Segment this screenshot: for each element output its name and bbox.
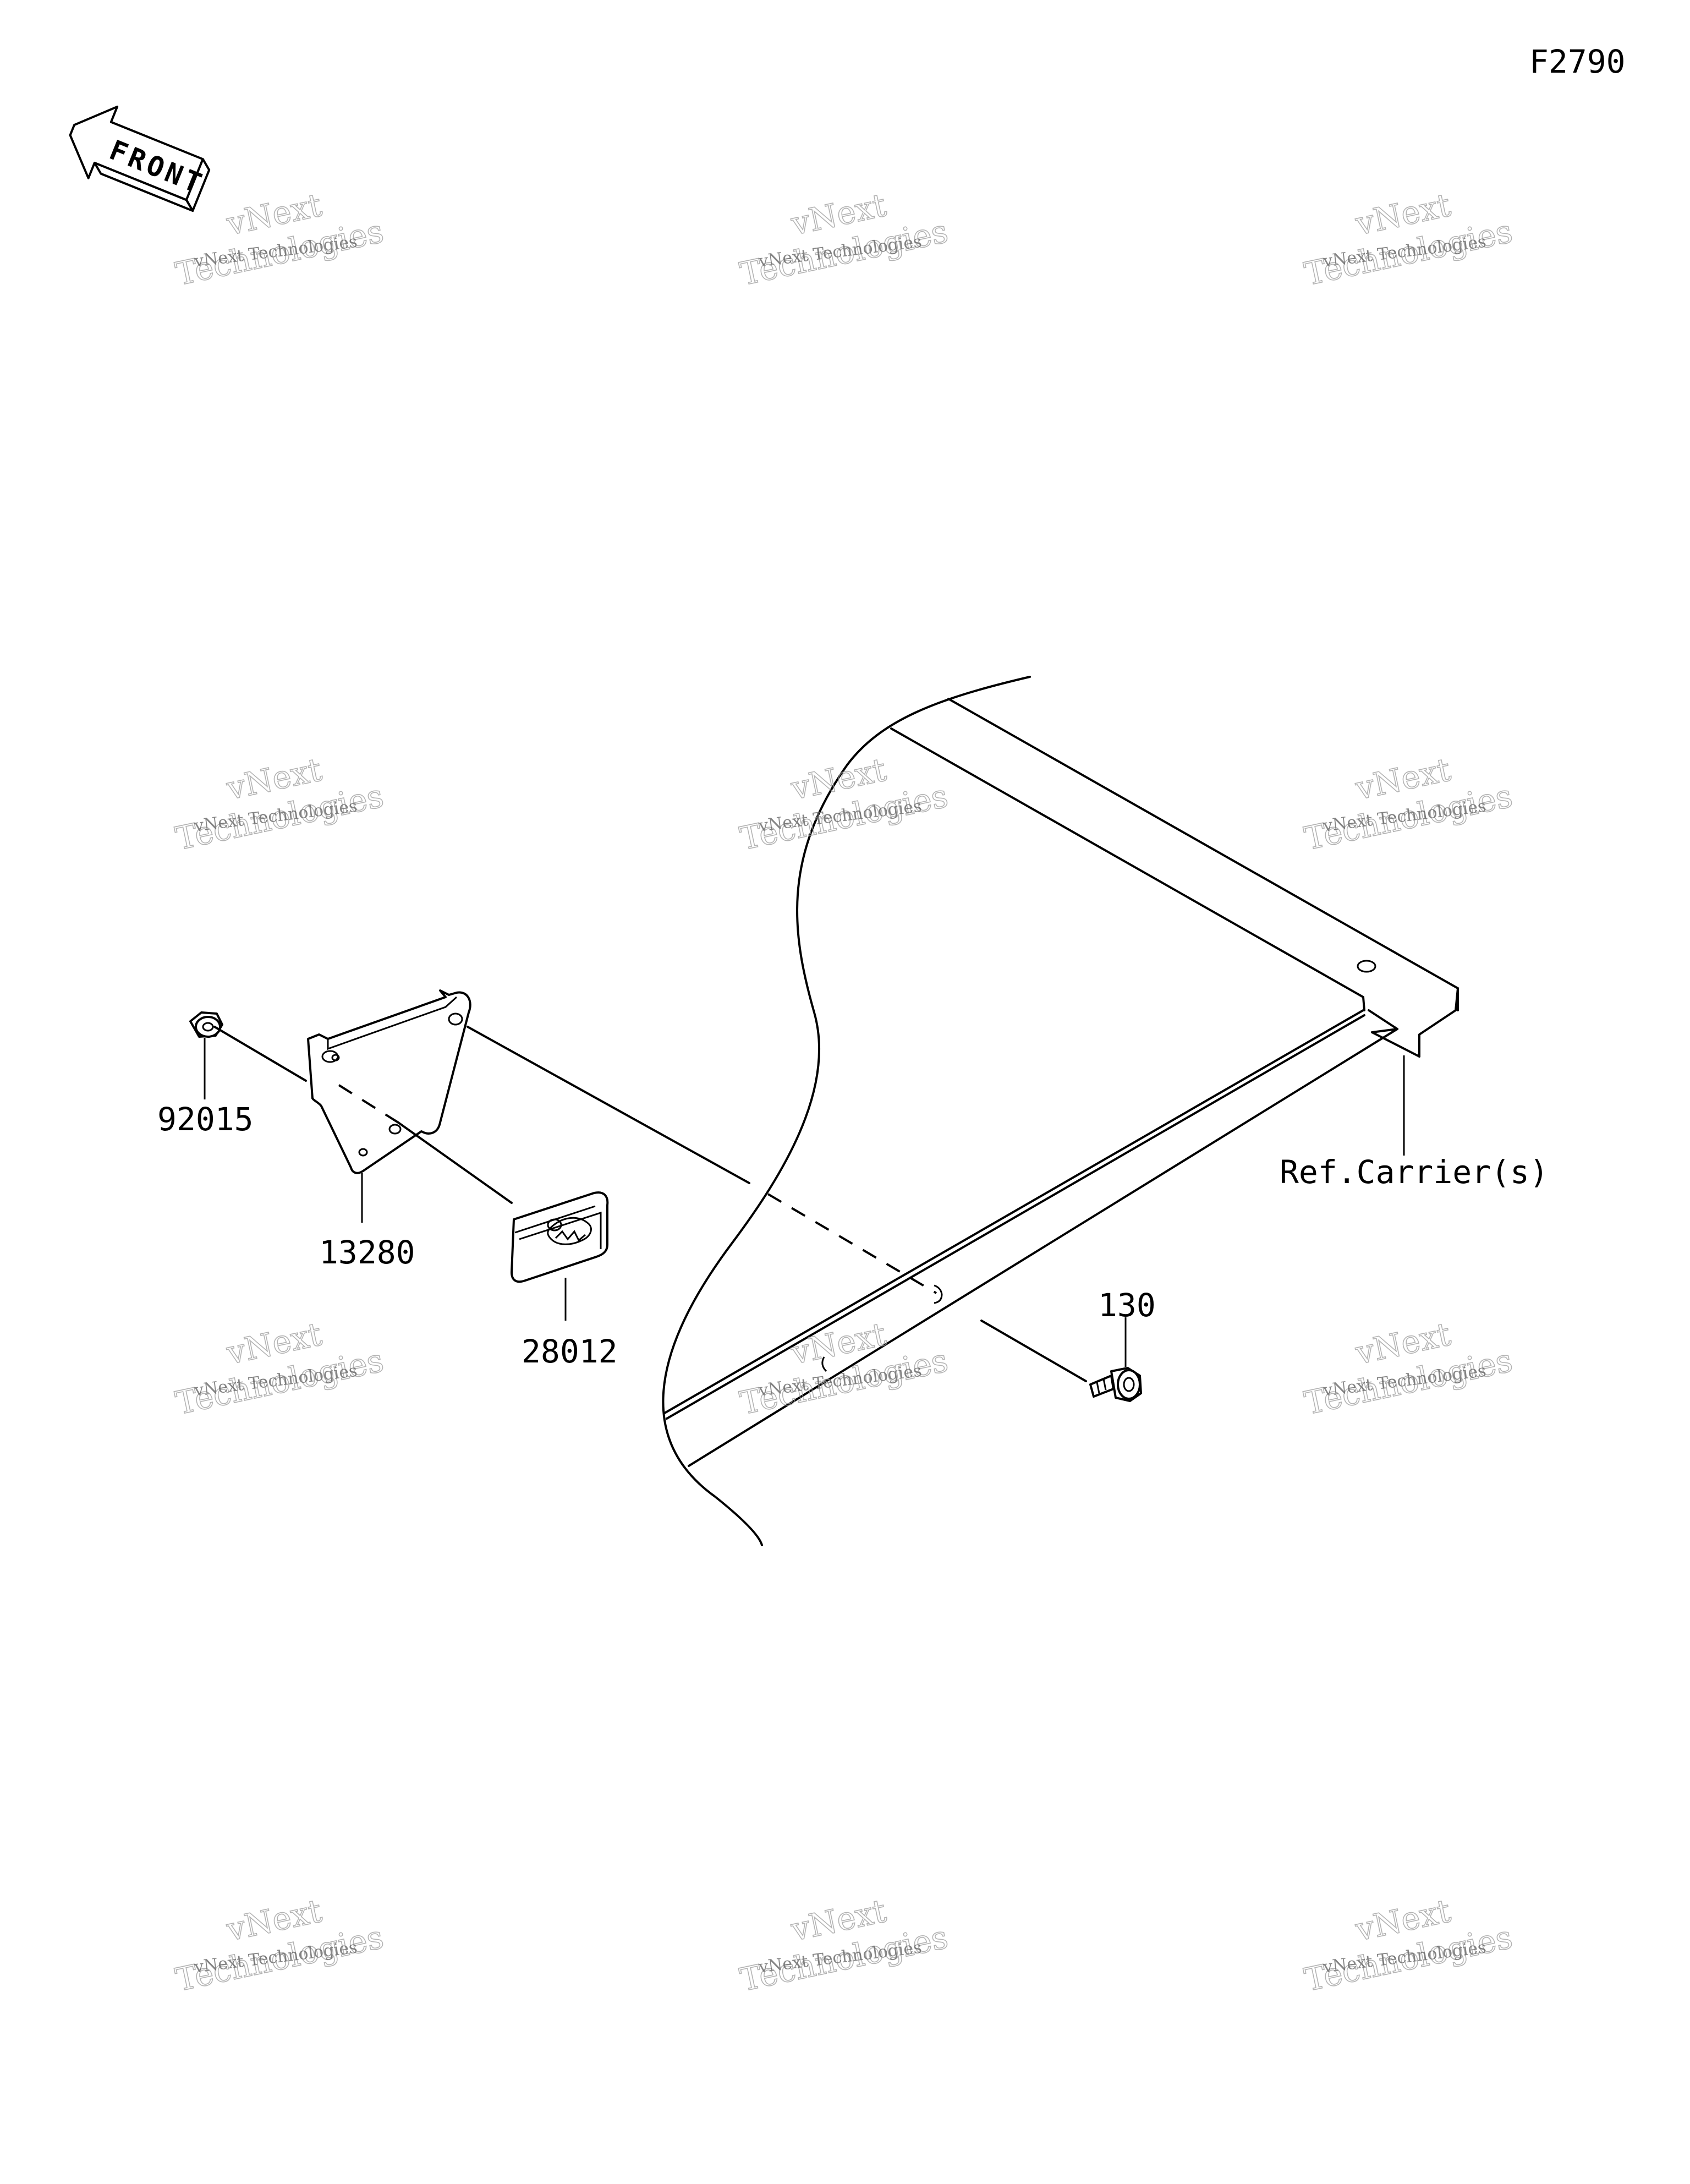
front-arrow-icon: FRONT — [69, 105, 211, 212]
part-number-92015: 92015 — [157, 1101, 254, 1138]
part-number-28012: 28012 — [522, 1333, 618, 1370]
reflector-pattern-icon — [547, 1217, 592, 1245]
part-number-13280: 13280 — [319, 1234, 415, 1271]
flange-bolt-part — [1089, 1367, 1142, 1402]
leader-lines — [204, 1038, 1127, 1367]
part-number-130: 130 — [1098, 1287, 1156, 1324]
reference-label: Ref.Carrier(s) — [1280, 1153, 1549, 1191]
assembly-lines — [213, 1026, 1087, 1382]
carrier-reference-outline — [662, 676, 1459, 1546]
bracket-plate-part — [307, 989, 471, 1174]
reflector-part — [511, 1191, 609, 1283]
figure-code: F2790 — [1529, 43, 1626, 80]
flange-nut-part — [189, 1011, 223, 1038]
